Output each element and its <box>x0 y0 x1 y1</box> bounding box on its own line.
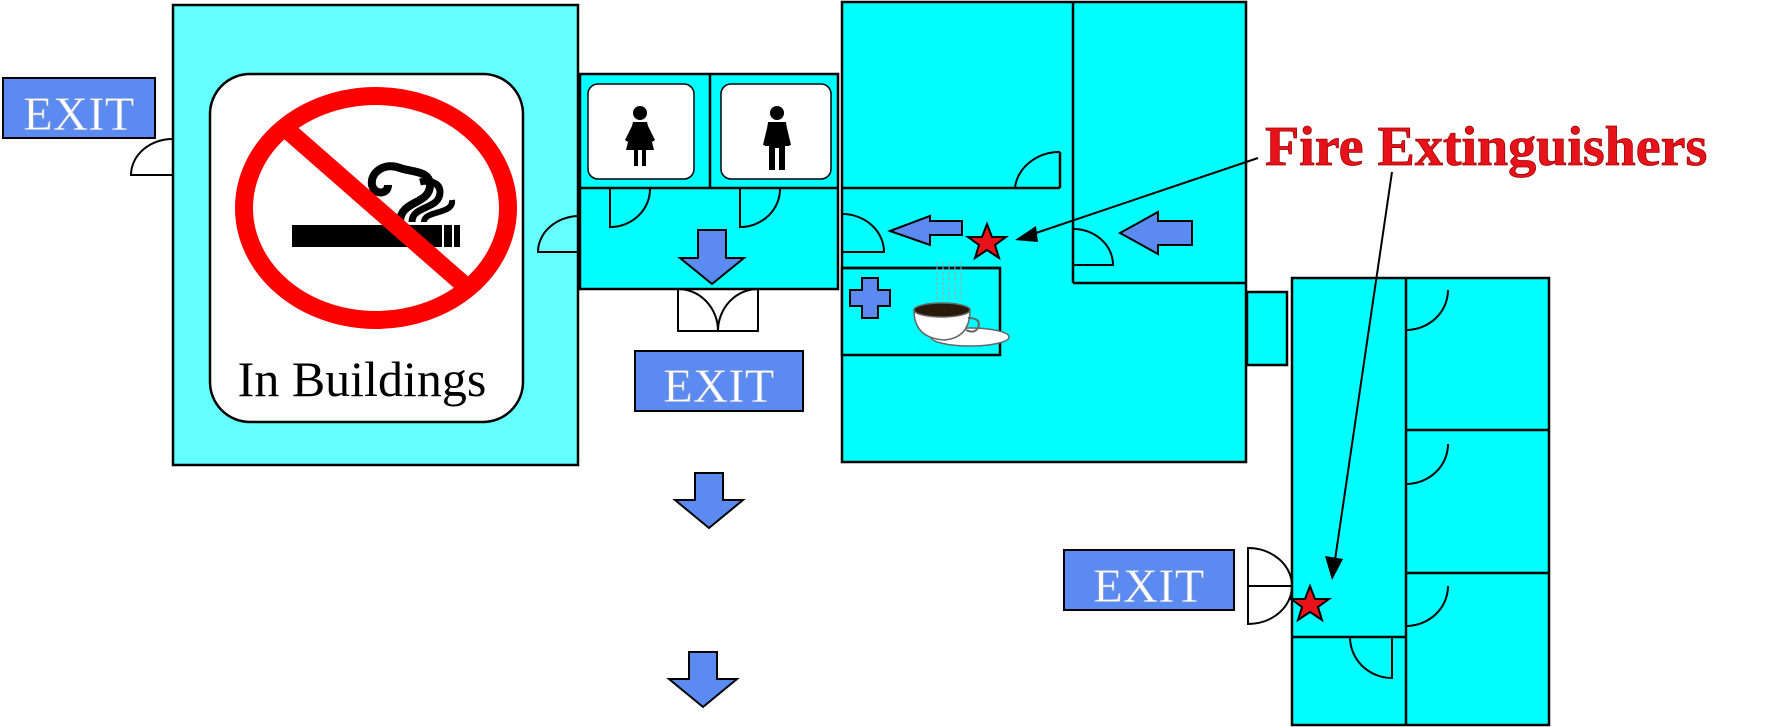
down-arrow-bottom <box>666 651 740 709</box>
door-office-1 <box>1405 289 1449 332</box>
fire-extinguisher-star-1 <box>964 221 1010 261</box>
door-female-restroom <box>609 187 652 229</box>
exit-sign-middle[interactable]: EXIT <box>634 350 804 413</box>
door-left-exit <box>129 138 174 176</box>
exit-label-left: EXIT <box>23 88 134 141</box>
left-arrow-corridor-a <box>887 214 963 247</box>
male-person-icon <box>763 106 791 170</box>
exit-label-middle: EXIT <box>663 360 774 413</box>
door-office-2 <box>1405 443 1449 486</box>
callout-arrow-1 <box>1015 157 1259 242</box>
door-central-west <box>841 213 886 253</box>
connector-corridor <box>1245 290 1289 367</box>
no-smoking-caption: In Buildings <box>238 351 487 407</box>
door-right-exit-top <box>1247 546 1293 587</box>
coffee-cup-icon <box>913 262 1010 347</box>
right-building <box>1290 276 1551 727</box>
down-arrow-middle <box>672 472 746 530</box>
door-middle-exit-right <box>716 288 759 332</box>
callout-arrow-2 <box>1325 171 1393 580</box>
down-arrow-restroom <box>677 229 747 286</box>
no-smoking-sign: In Buildings <box>208 72 525 424</box>
left-arrow-corridor-b <box>1117 210 1193 256</box>
female-person-icon <box>625 106 655 166</box>
door-central-right <box>1072 228 1115 266</box>
door-right-exit-bottom <box>1247 585 1293 626</box>
fire-extinguisher-star-2 <box>1287 583 1333 623</box>
exit-sign-left[interactable]: EXIT <box>2 77 156 141</box>
door-male-restroom <box>739 187 782 229</box>
door-office-3 <box>1405 585 1449 628</box>
door-middle-exit-left <box>677 288 720 332</box>
door-restroom-west <box>536 215 581 253</box>
door-central-upper <box>1013 150 1061 189</box>
fire-extinguishers-label: Fire Extinguishers <box>1265 116 1707 178</box>
exit-sign-right[interactable]: EXIT <box>1063 549 1235 613</box>
no-smoking-icon <box>235 87 517 329</box>
door-lower-left <box>1349 636 1393 680</box>
plus-cross-icon <box>849 277 891 319</box>
exit-label-right: EXIT <box>1093 560 1204 613</box>
